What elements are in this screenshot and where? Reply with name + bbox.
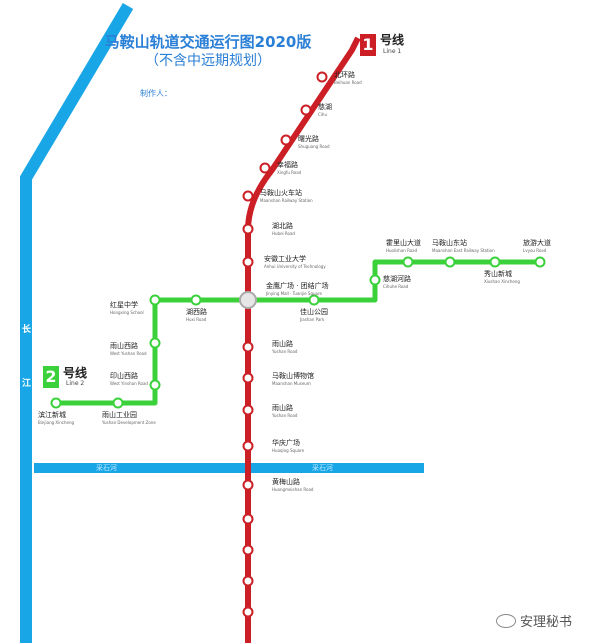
station-dot[interactable] bbox=[149, 294, 161, 306]
line2-name: 号线 bbox=[63, 366, 88, 380]
station-dot[interactable] bbox=[489, 256, 501, 268]
station-dot[interactable] bbox=[242, 341, 254, 353]
station-dot[interactable] bbox=[242, 223, 254, 235]
station-dot[interactable] bbox=[316, 71, 328, 83]
caishi-river-label-west: 采石河 bbox=[96, 464, 117, 472]
station-dot[interactable] bbox=[402, 256, 414, 268]
station-dot[interactable] bbox=[242, 544, 254, 556]
line1-english: Line 1 bbox=[383, 48, 402, 55]
station-dot[interactable] bbox=[190, 294, 202, 306]
maker-label: 制作人： bbox=[140, 89, 172, 98]
river-char-2: 江 bbox=[22, 379, 32, 389]
watermark: 安理秘书 bbox=[496, 611, 572, 630]
station-dot[interactable] bbox=[242, 190, 254, 202]
station-dot[interactable] bbox=[242, 256, 254, 268]
station-dot[interactable] bbox=[534, 256, 546, 268]
map-title: 马鞍山轨道交通运行图2020版 bbox=[104, 33, 312, 51]
station-dot[interactable] bbox=[259, 162, 271, 174]
line2-badge: 2 bbox=[43, 366, 59, 388]
station-dot[interactable] bbox=[280, 134, 292, 146]
watermark-text: 安理秘书 bbox=[520, 615, 573, 630]
station-dot[interactable] bbox=[242, 372, 254, 384]
station-dot[interactable] bbox=[149, 337, 161, 349]
line1-name: 号线 bbox=[380, 33, 405, 47]
interchange-station[interactable] bbox=[239, 291, 257, 309]
yangtze-river bbox=[20, 2, 134, 643]
station-dot[interactable] bbox=[50, 397, 62, 409]
station-dot[interactable] bbox=[149, 379, 161, 391]
station-dot[interactable] bbox=[300, 104, 312, 116]
station-dot[interactable] bbox=[242, 440, 254, 452]
caishi-river-label-east: 采石河 bbox=[312, 464, 333, 472]
line2-english: Line 2 bbox=[66, 380, 85, 387]
station-dot[interactable] bbox=[112, 397, 124, 409]
station-dot[interactable] bbox=[242, 606, 254, 618]
river-char-1: 长 bbox=[22, 325, 32, 335]
line2-stations bbox=[50, 256, 546, 409]
station-dot[interactable] bbox=[242, 575, 254, 587]
station-dot[interactable] bbox=[242, 404, 254, 416]
station-dot[interactable] bbox=[242, 513, 254, 525]
station-dot[interactable] bbox=[242, 479, 254, 491]
wechat-icon bbox=[496, 613, 516, 628]
line1-badge: 1 bbox=[360, 34, 376, 56]
map-subtitle: （不含中远期规划） bbox=[145, 53, 271, 69]
caishi-river bbox=[34, 463, 424, 473]
line1-track bbox=[245, 36, 361, 643]
station-dot[interactable] bbox=[308, 294, 320, 306]
line1-stations bbox=[242, 71, 328, 618]
station-dot[interactable] bbox=[369, 274, 381, 286]
station-dot[interactable] bbox=[444, 256, 456, 268]
